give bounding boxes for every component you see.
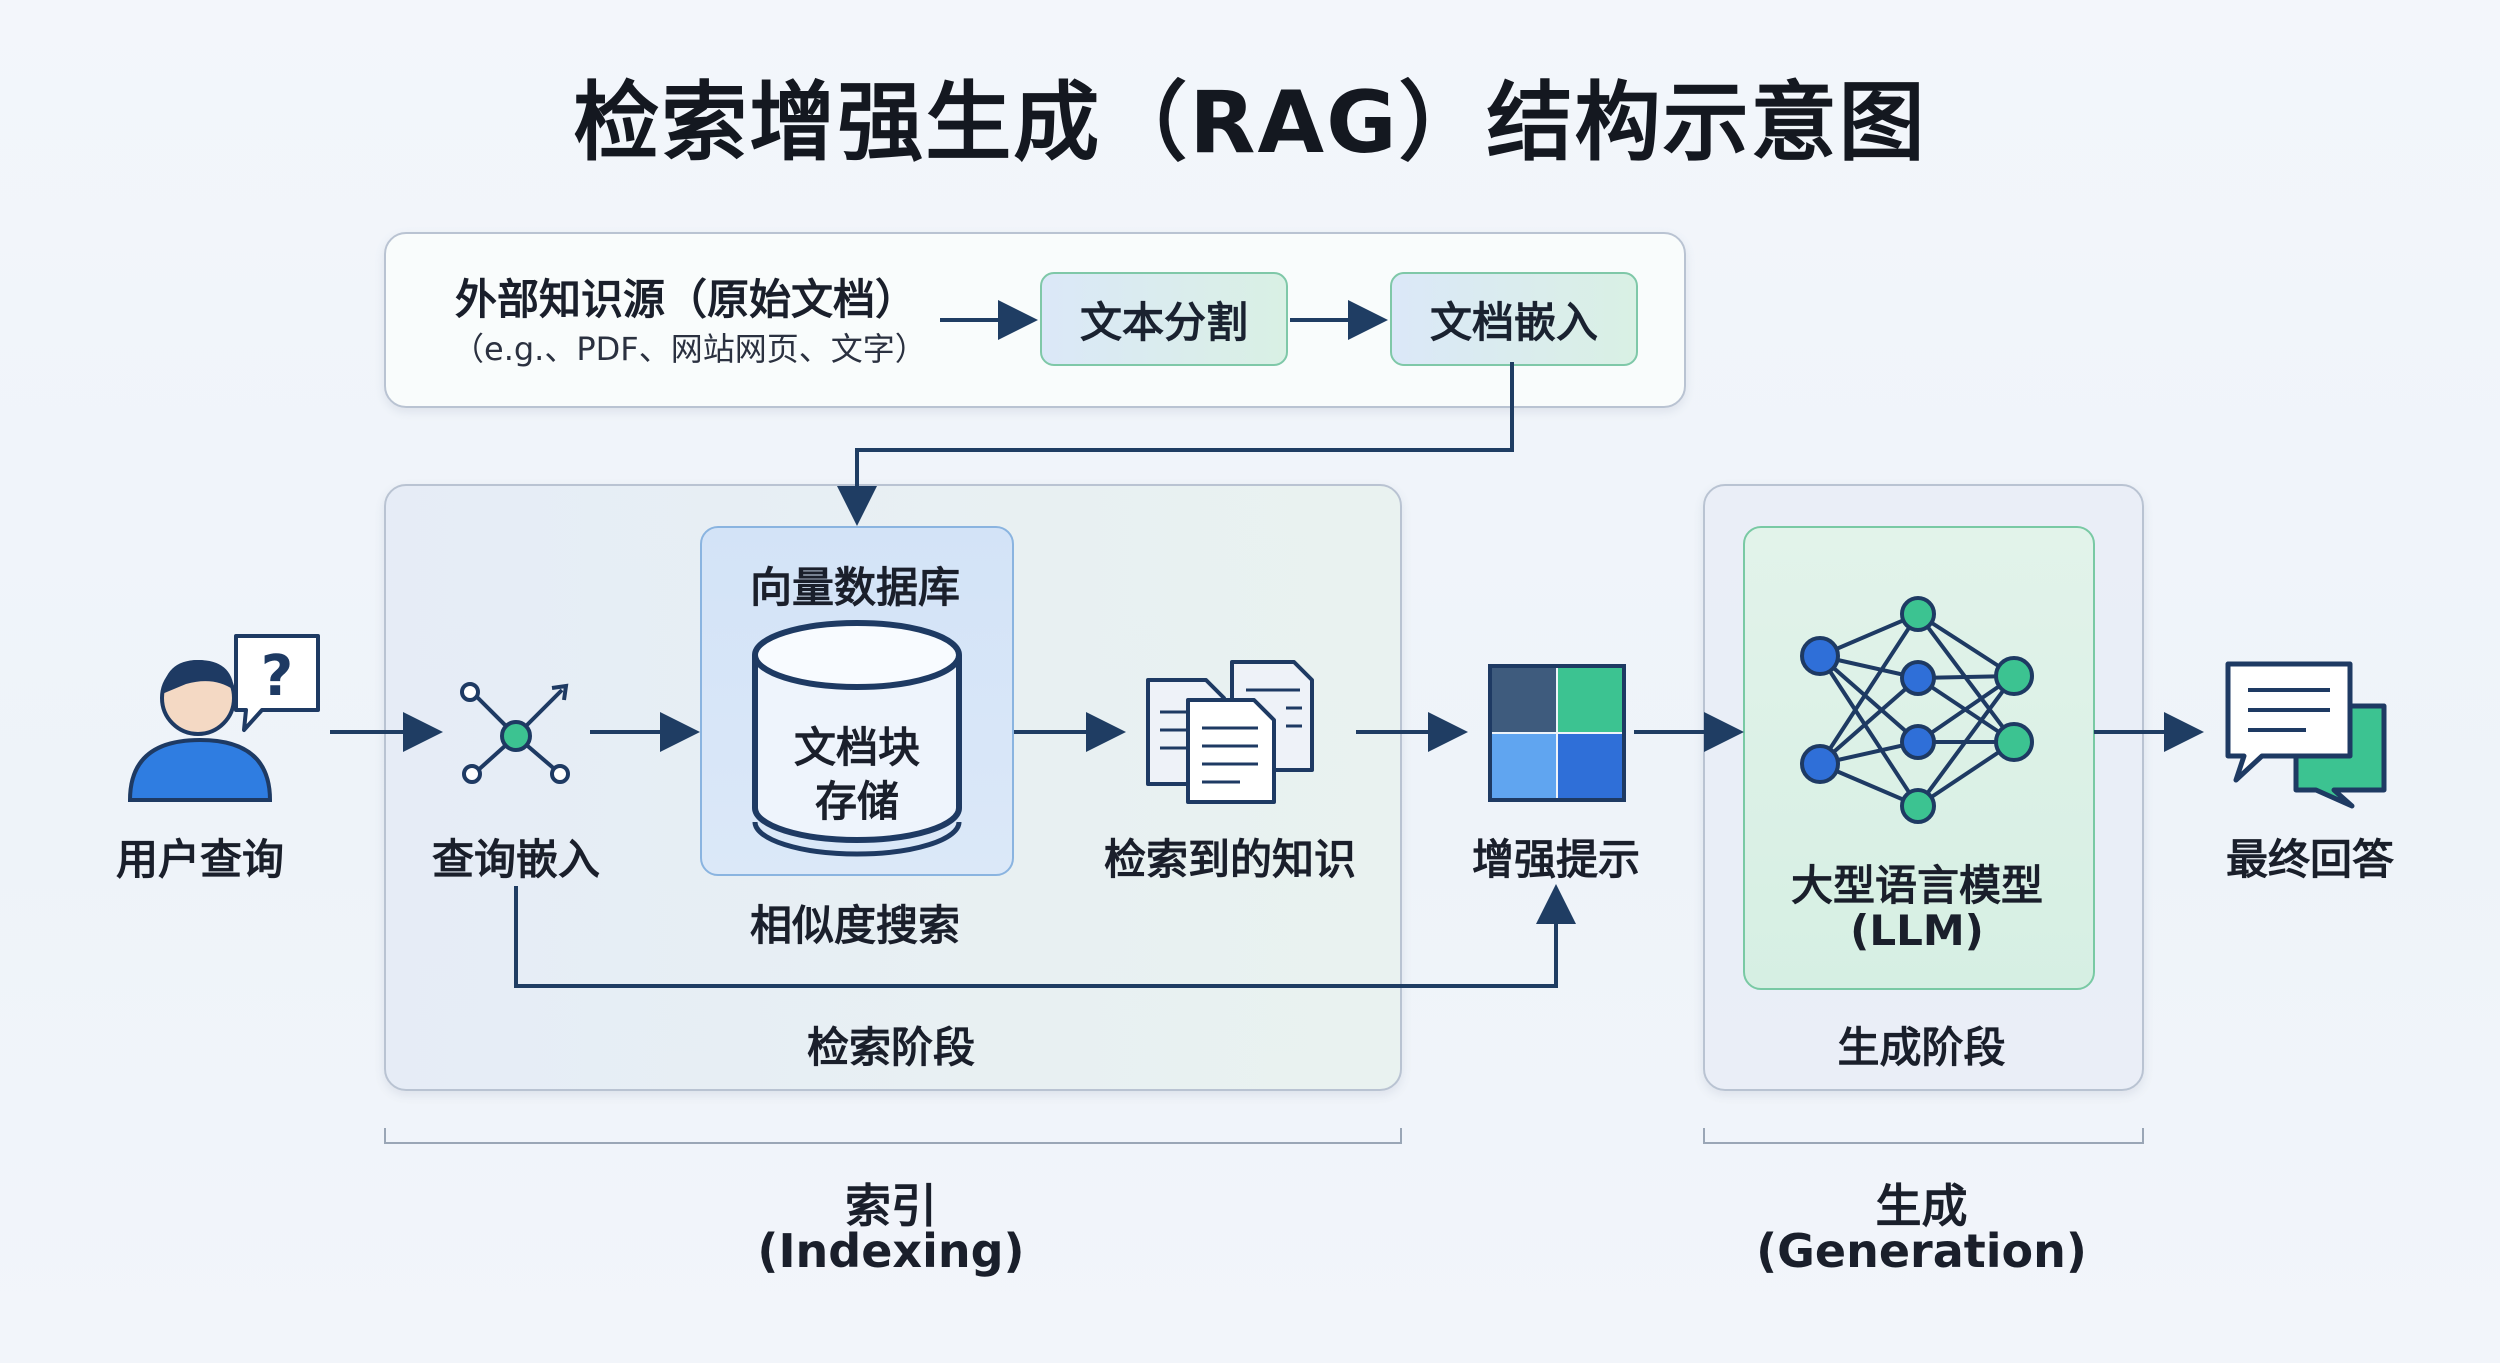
final-answer-label: 最终回答 bbox=[2225, 835, 2394, 884]
vector-db-label: 向量数据库 bbox=[749, 563, 960, 612]
question-bubble-icon: ? bbox=[234, 634, 320, 732]
svg-text:?: ? bbox=[261, 644, 293, 709]
query-embedding-label: 查询嵌入 bbox=[431, 835, 600, 884]
retrieval-stage-label: 检索阶段 bbox=[806, 1023, 975, 1072]
arrow-query-to-prompt bbox=[514, 884, 1576, 988]
doc-chunks-label-line2: 存储 bbox=[814, 777, 899, 826]
text-split-chip: 文本分割 bbox=[1040, 272, 1288, 366]
generation-label-en: (Generation) bbox=[1756, 1224, 2087, 1278]
external-source-examples: （e.g.、PDF、网站网页、文字） bbox=[452, 330, 927, 368]
indexing-label-en: (Indexing) bbox=[757, 1224, 1025, 1278]
retrieved-knowledge-label: 检索到的知识 bbox=[1103, 835, 1356, 884]
similarity-search-label: 相似度搜索 bbox=[749, 901, 960, 950]
external-source-title: 外部知识源（原始文档） bbox=[455, 275, 918, 324]
documents-icon bbox=[1146, 660, 1314, 804]
chat-bubbles-icon bbox=[2225, 661, 2387, 809]
embedding-vector-icon bbox=[460, 682, 570, 784]
neural-network-icon bbox=[1800, 596, 2034, 824]
generation-bracket bbox=[1703, 1128, 2144, 1144]
user-query-label: 用户查询 bbox=[115, 835, 284, 884]
database-cylinder-icon bbox=[752, 620, 962, 857]
arrow-embed-to-db bbox=[837, 362, 1514, 526]
doc-embedding-chip: 文档嵌入 bbox=[1390, 272, 1638, 366]
indexing-label-cn: 索引 bbox=[845, 1179, 937, 1233]
augmented-prompt-grid-icon bbox=[1488, 664, 1626, 802]
page-title: 检索增强生成（RAG）结构示意图 bbox=[573, 73, 1927, 173]
augmented-prompt-label: 增强提示 bbox=[1471, 835, 1640, 884]
llm-label-line2: (LLM) bbox=[1850, 906, 1984, 955]
generation-stage-label: 生成阶段 bbox=[1837, 1023, 2006, 1072]
generation-label-cn: 生成 bbox=[1875, 1179, 1968, 1233]
flow-arrows bbox=[330, 300, 2204, 988]
indexing-bracket bbox=[384, 1128, 1402, 1144]
doc-chunks-label-line1: 文档块 bbox=[793, 723, 920, 772]
llm-label-line1: 大型语言模型 bbox=[1790, 861, 2043, 910]
